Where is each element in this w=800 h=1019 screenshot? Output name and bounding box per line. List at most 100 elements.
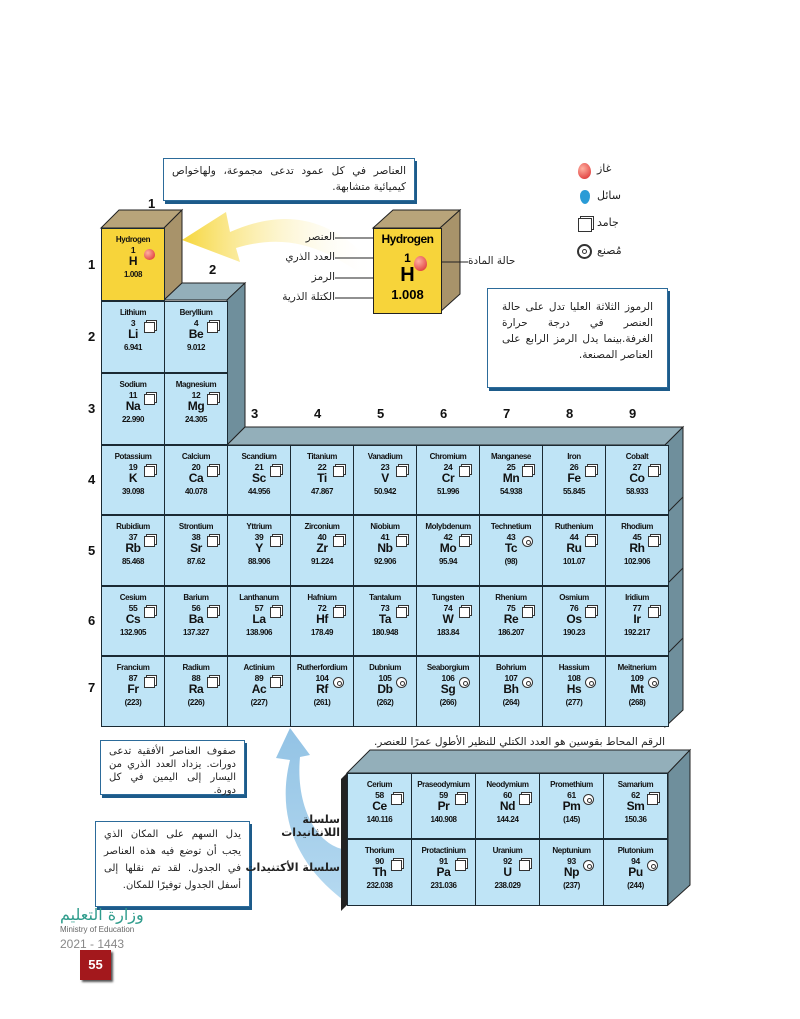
atomic-mass: 54.938 (499, 487, 523, 496)
element-symbol: Ce (372, 799, 387, 813)
element-name: Hydrogen (115, 235, 151, 244)
atomic-number: 23 (380, 462, 390, 472)
solid-state-icon (270, 466, 281, 477)
synthetic-state-icon (459, 677, 470, 688)
element-name: Beryllium (179, 308, 213, 317)
solid-state-icon (333, 536, 344, 547)
atomic-mass: 47.867 (310, 487, 334, 496)
element-name: Protactinium (421, 846, 466, 855)
element-symbol: Bh (503, 682, 519, 696)
element-name: Cesium (119, 593, 147, 602)
atomic-number: 109 (630, 673, 644, 683)
atomic-mass: 50.942 (373, 487, 397, 496)
blue-arrow (276, 728, 350, 905)
atomic-number: 42 (443, 532, 453, 542)
element-symbol: Fr (127, 682, 139, 696)
synthetic-state-icon (583, 794, 594, 805)
atomic-mass: 232.038 (366, 881, 393, 890)
atomic-mass: (223) (124, 698, 142, 707)
gas-balloon-icon (414, 256, 427, 271)
solid-state-icon (519, 860, 530, 871)
atomic-mass: 85.468 (121, 557, 145, 566)
atomic-mass: 132.905 (119, 628, 147, 637)
element-symbol: H (128, 254, 138, 268)
element-symbol: Hs (566, 682, 582, 696)
atomic-mass: 51.996 (436, 487, 460, 496)
element-name: Lithium (119, 308, 147, 317)
element-name: Uranium (492, 846, 523, 855)
element-symbol: Os (566, 612, 582, 626)
group-number: 5 (377, 406, 385, 421)
legend-solid: جامد (597, 216, 619, 229)
element-name: Titanium (307, 452, 337, 461)
element-symbol: Li (128, 327, 138, 341)
element-symbol: Hf (316, 612, 328, 626)
atomic-number: 57 (254, 603, 264, 613)
actinides-label: سلسلة الأكتنيدات (245, 861, 341, 874)
element-symbol: Y (255, 541, 263, 555)
element-name: Plutonium (617, 846, 654, 855)
atomic-mass: 150.36 (624, 815, 647, 824)
element-symbol: Sg (440, 682, 456, 696)
solid-state-icon (207, 607, 218, 618)
solid-state-icon (391, 794, 402, 805)
element-symbol: U (503, 865, 512, 879)
atomic-number: 106 (441, 673, 455, 683)
atomic-number: 91 (439, 856, 448, 866)
atomic-number: 88 (191, 673, 201, 683)
atomic-mass: 180.948 (371, 628, 399, 637)
solid-state-icon (396, 607, 407, 618)
element-symbol: V (381, 471, 389, 485)
page-number: 55 (80, 950, 111, 980)
solid-state-icon (144, 322, 155, 333)
atomic-number: 90 (375, 856, 384, 866)
element-name: Samarium (617, 780, 654, 789)
lanthanides-label: سلسلة اللانثانيدات (281, 813, 340, 839)
legend-gas: غاز (597, 162, 612, 175)
element-symbol: La (252, 612, 266, 626)
states-callout: الرموز الثلاثة العليا تدل على حالة العنص… (487, 288, 668, 388)
element-name: Dubnium (369, 663, 401, 672)
solid-state-icon (144, 536, 155, 547)
element-name: Iridium (625, 593, 649, 602)
atomic-mass: 58.933 (625, 487, 649, 496)
group-number: 2 (209, 262, 217, 277)
solid-state-icon (270, 677, 281, 688)
element-name: Sodium (119, 380, 147, 389)
liquid-drop-icon (580, 190, 590, 204)
solid-state-icon (207, 536, 218, 547)
element-name: Manganese (491, 452, 531, 461)
element-symbol: W (442, 612, 454, 626)
element-name: Lanthanum (239, 593, 279, 602)
atomic-mass: 183.84 (436, 628, 460, 637)
key-number: 1 (404, 251, 411, 265)
atomic-number: 38 (191, 532, 201, 542)
element-name: Francium (116, 663, 150, 672)
ministry-logo-en: Ministry of Education (60, 925, 135, 934)
atomic-number: 40 (317, 532, 327, 542)
atomic-number: 26 (569, 462, 579, 472)
element-symbol: Rb (125, 541, 141, 555)
element-name: Promethium (550, 780, 593, 789)
synthetic-state-icon (522, 677, 533, 688)
series-note: الرقم المحاط بقوسين هو العدد الكتلي للنظ… (373, 736, 665, 748)
element-symbol: Zr (316, 541, 328, 555)
element-symbol: Re (503, 612, 519, 626)
period-number: 1 (88, 256, 96, 272)
atomic-number: 56 (191, 603, 201, 613)
atomic-mass: (227) (250, 698, 268, 707)
atomic-mass: 88.906 (247, 557, 271, 566)
atomic-mass: 238.029 (494, 881, 521, 890)
